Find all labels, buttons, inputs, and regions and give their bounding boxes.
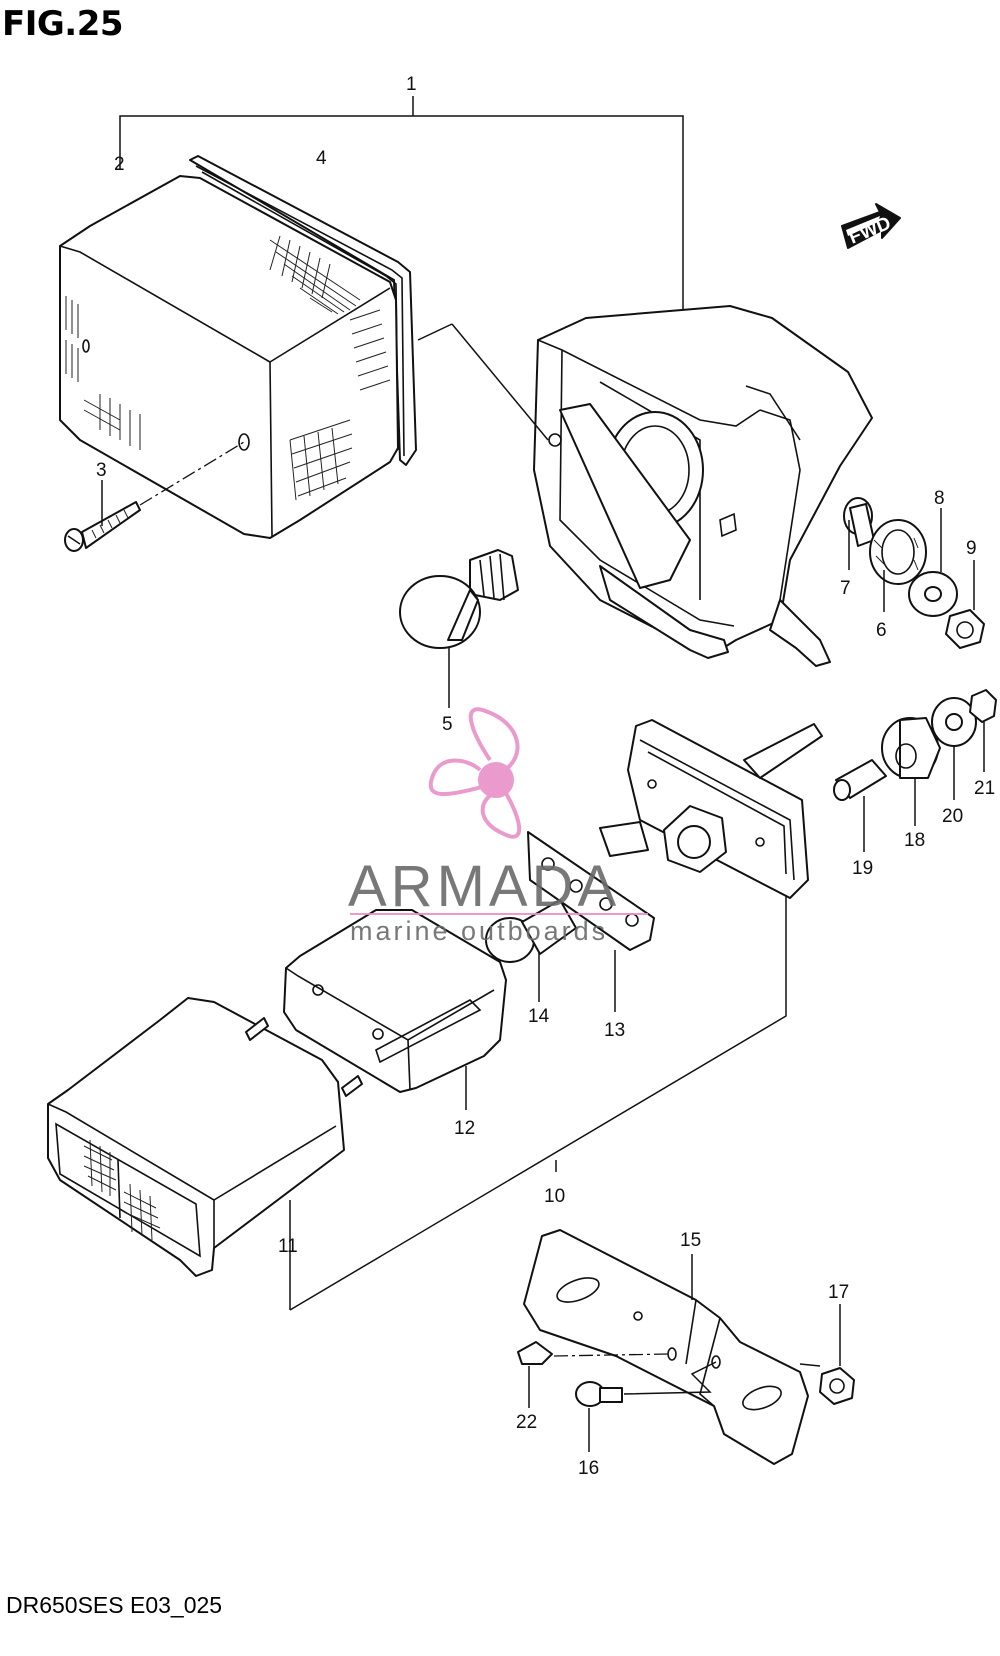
callout-19: 19 — [852, 858, 873, 879]
leader-lens-to-housing-b — [451, 323, 549, 441]
part-16-bolt — [575, 1381, 623, 1407]
fwd-arrow-icon — [841, 203, 901, 249]
part-13-license-light-base — [527, 719, 823, 951]
part-19-sleeve — [833, 759, 887, 801]
leader-10 — [289, 880, 787, 1311]
leader-1 — [119, 115, 684, 318]
figure-title: FIG.25 — [2, 4, 124, 44]
part-3-screw — [64, 501, 141, 552]
callout-16: 16 — [578, 1458, 599, 1479]
part-12-inner-lens — [283, 909, 507, 1093]
callout-12: 12 — [454, 1118, 475, 1139]
part-8-washer — [908, 571, 958, 617]
part-21-nut — [969, 689, 997, 723]
callout-10: 10 — [544, 1186, 565, 1207]
callout-20: 20 — [942, 806, 963, 827]
part-15-plate-bracket — [523, 1229, 809, 1465]
part-5-bulb — [399, 549, 519, 649]
plug-22-axis — [553, 1353, 671, 1357]
part-17-nut — [819, 1367, 855, 1405]
screw-3-axis — [139, 441, 245, 506]
callout-5: 5 — [442, 714, 453, 735]
callout-6: 6 — [876, 620, 887, 641]
callout-14: 14 — [528, 1006, 550, 1027]
callout-1: 1 — [406, 74, 417, 95]
part-11-outer-lens — [47, 997, 363, 1277]
callout-18: 18 — [904, 830, 925, 851]
leader-17-axis — [799, 1363, 821, 1367]
callout-13: 13 — [604, 1020, 625, 1041]
callout-4: 4 — [316, 148, 327, 169]
part-6-grommet — [869, 519, 927, 585]
part-1-tail-housing — [533, 305, 873, 667]
callout-8: 8 — [934, 488, 945, 509]
part-7-stem — [843, 497, 875, 547]
callout-17: 17 — [828, 1282, 849, 1303]
part-22-plug — [517, 1341, 553, 1365]
watermark-logo: ARMADA marine outboards — [348, 707, 648, 946]
callout-9: 9 — [966, 538, 977, 559]
callout-11: 11 — [278, 1236, 298, 1257]
watermark-brand: ARMADA — [348, 854, 620, 919]
callout-15: 15 — [680, 1230, 701, 1251]
callout-22: 22 — [516, 1412, 537, 1433]
part-2-tail-lens — [59, 175, 399, 539]
part-18-grommet — [881, 717, 941, 779]
bolt-16-axis — [623, 1361, 717, 1395]
callout-3: 3 — [96, 460, 107, 481]
leader-lens-to-housing — [417, 323, 453, 341]
part-20-washer — [931, 697, 977, 747]
part-9-nut — [945, 609, 985, 649]
callout-2: 2 — [114, 154, 125, 175]
figure-code: DR650SES E03_025 — [6, 1592, 223, 1618]
watermark-tagline: marine outboards — [350, 916, 608, 946]
callout-7: 7 — [840, 578, 851, 599]
callout-21: 21 — [974, 778, 995, 799]
propeller-icon — [428, 707, 521, 839]
